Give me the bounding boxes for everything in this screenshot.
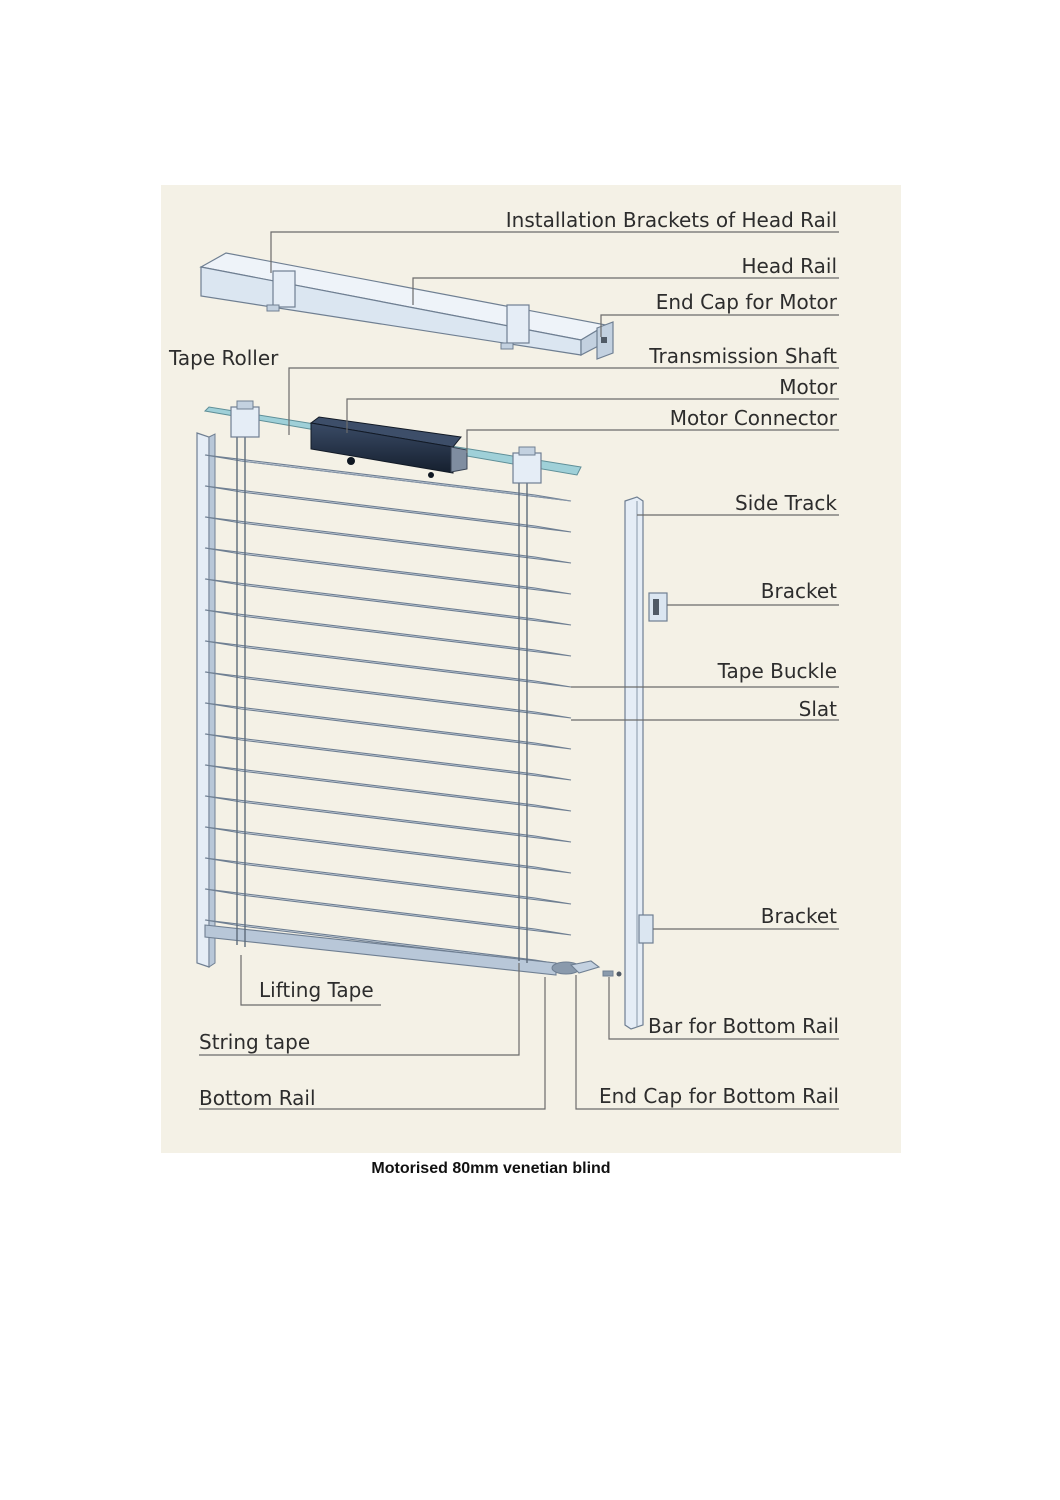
label-installation-brackets: Installation Brackets of Head Rail	[506, 208, 837, 232]
head-rail-bracket-right	[500, 304, 530, 350]
string-tape	[518, 471, 528, 963]
slat	[204, 454, 572, 502]
venetian-blind-diagram: Installation Brackets of Head Rail Head …	[161, 185, 901, 1153]
slat	[204, 671, 572, 719]
slat	[204, 857, 572, 905]
slat	[204, 733, 572, 781]
figure-caption: Motorised 80mm venetian blind	[371, 1160, 611, 1177]
label-bar-bottom-rail: Bar for Bottom Rail	[648, 1014, 839, 1038]
bracket-upper	[648, 592, 668, 622]
slat	[204, 764, 572, 812]
label-transmission-shaft: Transmission Shaft	[648, 344, 837, 368]
label-slat: Slat	[799, 697, 838, 721]
end-cap-bottom-rail	[569, 960, 601, 974]
label-head-rail: Head Rail	[742, 254, 837, 278]
label-motor: Motor	[779, 375, 838, 399]
label-bottom-rail: Bottom Rail	[199, 1086, 316, 1110]
label-lifting-tape: Lifting Tape	[259, 978, 374, 1002]
side-track-right	[624, 496, 644, 1030]
bar-bottom-rail	[602, 970, 622, 977]
slat	[204, 888, 572, 936]
slat	[204, 516, 572, 564]
tape-roller-right	[512, 446, 542, 484]
motor-connector	[450, 446, 468, 473]
label-string-tape: String tape	[199, 1030, 310, 1054]
slat	[204, 795, 572, 843]
leader-lines	[199, 231, 839, 1110]
slats	[204, 454, 572, 967]
slat	[204, 702, 572, 750]
slat	[204, 547, 572, 595]
end-cap-motor	[596, 321, 614, 360]
label-tape-buckle: Tape Buckle	[717, 659, 837, 683]
side-track-left	[196, 432, 216, 968]
label-bracket-upper: Bracket	[761, 579, 837, 603]
slat	[204, 578, 572, 626]
label-tape-roller: Tape Roller	[168, 346, 279, 370]
tape-roller-left	[230, 400, 260, 438]
label-side-track: Side Track	[735, 491, 837, 515]
slat	[204, 609, 572, 657]
bracket-lower	[638, 914, 654, 944]
label-motor-connector: Motor Connector	[670, 406, 838, 430]
lifting-tape	[236, 435, 246, 947]
motor	[309, 416, 462, 478]
head-rail-bracket-left	[266, 270, 296, 312]
slat	[204, 485, 572, 533]
label-bracket-lower: Bracket	[761, 904, 837, 928]
slat	[204, 826, 572, 874]
label-end-cap-bottom-rail: End Cap for Bottom Rail	[599, 1084, 839, 1108]
label-end-cap-motor: End Cap for Motor	[656, 290, 838, 314]
